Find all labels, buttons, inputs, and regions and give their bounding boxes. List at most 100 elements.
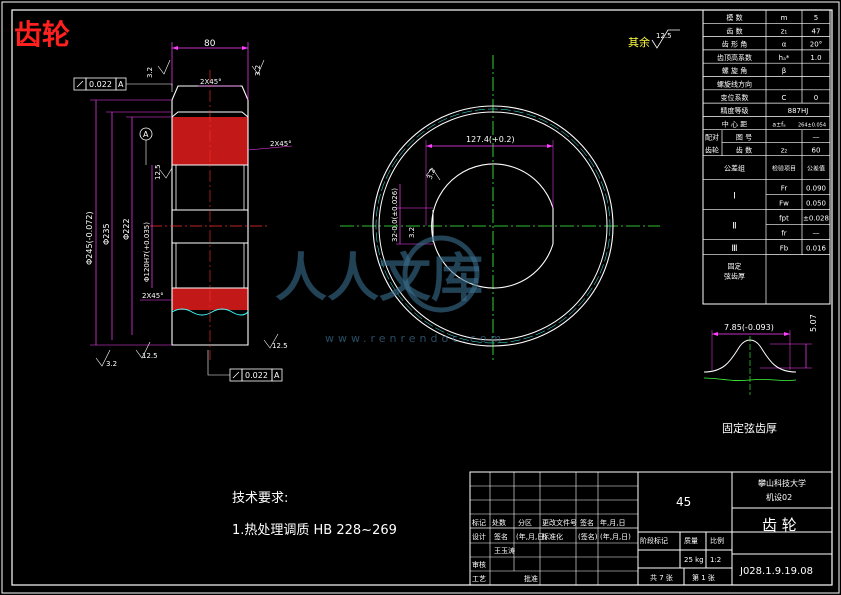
- tb-std-sign: (签名): [578, 532, 598, 541]
- runout-icon: [76, 80, 84, 88]
- dim-chordal-height: 5.07: [809, 314, 818, 332]
- param-value-8: 264±0.054: [798, 122, 826, 128]
- tol-value-2-0: 0.016: [806, 245, 827, 253]
- rough-keyway-top: 3.2: [426, 167, 437, 180]
- chamfer-bottom-label: 2X45°: [142, 292, 164, 300]
- param-value-0: 5: [814, 14, 818, 22]
- tb-std-date: (年,月,日): [600, 532, 631, 541]
- param-value-6: 0: [814, 94, 818, 102]
- dim-diameter-235: Φ235: [102, 223, 111, 245]
- tb-docno: 更改文件号: [542, 518, 577, 527]
- rough-right-top-icon: [251, 59, 265, 75]
- mate-row2-symbol: z₂: [781, 147, 788, 155]
- root-circle: [378, 111, 608, 341]
- dim-diameter-222: Φ222: [122, 218, 131, 240]
- tip-circle: [372, 105, 614, 347]
- param-name-6: 变位系数: [721, 93, 749, 102]
- param-name-4: 螺 旋 角: [722, 66, 747, 75]
- geo-tol-bottom-value: 0.022: [245, 371, 268, 380]
- param-symbol-8: a±fₐ: [772, 121, 785, 128]
- tol-header-value: 公差值: [807, 165, 825, 173]
- right-front-view: 127.4(+0.2) 32-0.0(±0.026) 3.2 3.2: [340, 55, 660, 360]
- tol-value-0-1: 0.050: [806, 200, 826, 208]
- rough-right-top: 3.2: [254, 65, 262, 76]
- roughness-other-label: 其余: [628, 35, 650, 49]
- param-symbol-4: β: [782, 67, 786, 75]
- mate-row1-name: 图 号: [736, 134, 752, 142]
- param-name-3: 齿顶高系数: [717, 53, 752, 62]
- tol-item-1-1: fr: [781, 230, 786, 238]
- param-symbol-3: hₐ*: [779, 54, 790, 62]
- tb-review: 审核: [472, 560, 486, 569]
- tb-material: 45: [676, 495, 691, 509]
- dim-keyway-width: 32-0.0(±0.026): [391, 188, 399, 242]
- tb-scale: 1:2: [710, 556, 721, 564]
- mate-label-1: 配对: [705, 133, 719, 142]
- tb-weight: 25 kg: [684, 556, 704, 564]
- tooth-detail: 7.85(-0.093) 5.07 固定弦齿厚: [703, 314, 818, 435]
- roughness-other-value: 12.5: [656, 32, 672, 40]
- geo-tol-top-datum: A: [118, 80, 124, 89]
- param-symbol-2: α: [782, 41, 787, 49]
- fixed-label-2: 弦齿厚: [724, 272, 745, 281]
- param-value-3: 1.0: [810, 54, 821, 62]
- param-name-8: 中 心 距: [722, 119, 747, 128]
- tol-value-1-1: —: [813, 230, 820, 238]
- tb-part-name: 齿 轮: [762, 516, 797, 534]
- rough-keyway-side: 3.2: [408, 227, 416, 238]
- chamfer-right-label: 2X45°: [270, 140, 292, 148]
- geo-tolerance-bottom: 0.022 A: [207, 350, 283, 382]
- tb-design-date: (年,月,日): [516, 532, 547, 541]
- tb-scale-label: 比例: [710, 536, 724, 545]
- param-symbol-1: z₁: [781, 27, 788, 35]
- tol-header-group: 公差组: [724, 164, 745, 173]
- bore-keyway: [431, 163, 554, 289]
- fixed-label-1: 固定: [728, 262, 742, 271]
- title-block: 标记 处数 分区 更改文件号 签名 年,月,日 设计 签名 (年,月,日) 标准…: [469, 471, 833, 586]
- rough-bottom-right: 12.5: [272, 342, 288, 350]
- tol-group-1: Ⅱ: [732, 222, 736, 232]
- dim-outer-diameter: Φ245(-0.072): [85, 211, 94, 265]
- tb-stage: 阶段标记: [640, 536, 668, 545]
- dim-bore-diameter: Φ120H7(+0.035): [143, 222, 151, 282]
- tb-design-sign: 签名: [494, 532, 508, 541]
- param-name-1: 齿 数: [726, 26, 742, 35]
- tb-school: 攀山科技大学: [758, 478, 806, 488]
- tech-requirement-1: 1.热处理调质 HB 228~269: [232, 523, 397, 538]
- param-name-2: 齿 形 角: [722, 40, 747, 49]
- tb-std: 标准化: [542, 532, 563, 541]
- dim-chordal-thickness: 7.85(-0.093): [724, 323, 774, 332]
- roughness-symbol-icon: [651, 29, 680, 49]
- mate-row2-name: 齿 数: [736, 146, 752, 155]
- tol-item-0-1: Fw: [779, 200, 789, 208]
- tooth-detail-caption: 固定弦齿厚: [722, 421, 777, 435]
- param-value-2: 20°: [810, 41, 822, 49]
- tech-requirements-title: 技术要求:: [232, 491, 288, 506]
- tb-zone: 分区: [518, 518, 532, 527]
- geo-tolerance-top: 0.022 A: [73, 77, 173, 92]
- tb-count: 处数: [492, 518, 506, 527]
- param-value-1: 47: [812, 27, 821, 35]
- tb-sheets: 共 7 张: [650, 573, 673, 582]
- rough-bottom-mid-icon: [135, 341, 151, 359]
- param-name-0: 模 数: [726, 13, 742, 22]
- tol-item-2-0: Fb: [780, 245, 789, 253]
- runout-icon-bottom: [232, 371, 240, 379]
- tb-design: 设计: [472, 532, 486, 541]
- rough-bore-mark: 12.5: [154, 164, 162, 180]
- tol-group-0: Ⅰ: [733, 192, 736, 202]
- tb-sheet-no: 第 1 张: [692, 573, 715, 582]
- dim-face-width: 80: [204, 39, 216, 49]
- param-name-7: 精度等级: [721, 106, 749, 115]
- mate-row1-value: —: [813, 134, 820, 142]
- rough-bottom-right-icon: [263, 333, 279, 349]
- dim-keyway-depth: 127.4(+0.2): [466, 135, 515, 144]
- tb-weight-label: 质量: [684, 536, 698, 545]
- tol-value-0-0: 0.090: [806, 185, 826, 193]
- left-section-view: 80 2X45° 2X45° 2X45° 3.2 3.2 12.5 3.2 12…: [73, 39, 293, 382]
- param-value-7: 887HJ: [788, 107, 809, 115]
- tb-date: 年,月,日: [600, 518, 625, 527]
- rough-bottom-left-icon: [95, 349, 111, 367]
